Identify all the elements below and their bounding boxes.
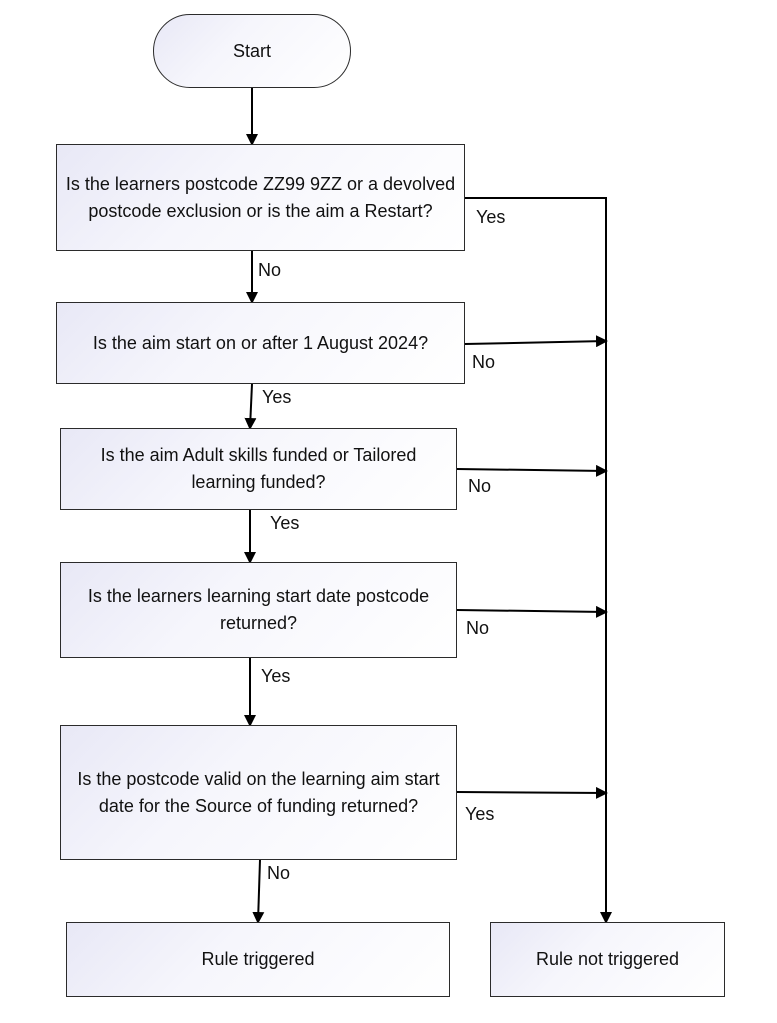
edge-q2-no-to-bus xyxy=(464,335,608,348)
edge-q5-no-to-triggered xyxy=(252,859,265,924)
edge-label-q5-yes: Yes xyxy=(465,804,495,824)
edge-q2-yes-to-q3 xyxy=(244,383,257,430)
decision-postcode-returned-text: Is the learners learning start date post… xyxy=(87,586,430,633)
decision-postcode-exclusion-text: Is the learners postcode ZZ99 9ZZ or a d… xyxy=(65,173,456,221)
outcome-rule-not-triggered-text: Rule not triggered xyxy=(535,949,680,969)
outcome-rule-not-triggered: Rule not triggered xyxy=(490,922,725,997)
edge-label-q1-no: No xyxy=(258,260,282,280)
edge-label-q3-no: No xyxy=(468,476,492,496)
start-terminal: Start xyxy=(153,14,351,88)
outcome-rule-triggered-text: Rule triggered xyxy=(201,949,315,969)
edge-q3-no-to-bus xyxy=(456,464,608,477)
edge-label-q2-no: No xyxy=(472,352,496,372)
decision-funding-type-text: Is the aim Adult skills funded or Tailor… xyxy=(100,445,417,492)
decision-funding-type: Is the aim Adult skills funded or Tailor… xyxy=(60,428,457,510)
edge-q1-yes-to-not-triggered xyxy=(465,197,612,924)
edge-label-q3-yes: Yes xyxy=(270,513,300,533)
edge-label-q5-no: No xyxy=(267,863,291,883)
edge-q4-no-to-bus xyxy=(456,605,608,618)
edge-q5-yes-to-bus xyxy=(456,786,608,799)
edge-label-q1-yes: Yes xyxy=(476,207,506,227)
edge-label-q4-yes: Yes xyxy=(261,666,291,686)
start-label: Start xyxy=(232,40,271,61)
decision-aim-start-date-text: Is the aim start on or after 1 August 20… xyxy=(92,332,429,353)
decision-aim-start-date: Is the aim start on or after 1 August 20… xyxy=(56,302,465,384)
decision-postcode-returned: Is the learners learning start date post… xyxy=(60,562,457,658)
decision-postcode-exclusion: Is the learners postcode ZZ99 9ZZ or a d… xyxy=(56,144,465,251)
edge-label-q2-yes: Yes xyxy=(262,387,292,407)
decision-postcode-valid: Is the postcode valid on the learning ai… xyxy=(60,725,457,860)
edge-label-q4-no: No xyxy=(466,618,490,638)
decision-postcode-valid-text: Is the postcode valid on the learning ai… xyxy=(77,768,440,816)
outcome-rule-triggered: Rule triggered xyxy=(66,922,450,997)
